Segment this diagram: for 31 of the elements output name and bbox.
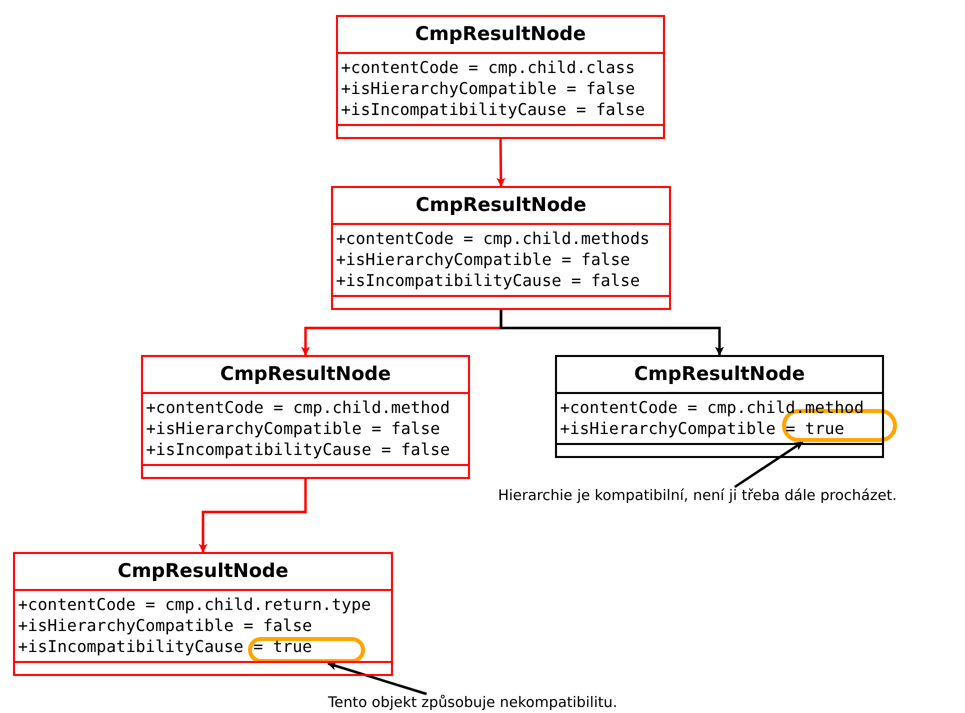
attribute-text: +isIncompatibilityCause = false bbox=[336, 270, 641, 291]
class-name: CmpResultNode bbox=[557, 357, 882, 394]
attribute-text: +contentCode = cmp.child.method bbox=[560, 397, 865, 418]
arrow bbox=[198, 477, 307, 553]
attribute-text: +isIncompatibilityCause = false bbox=[146, 439, 451, 460]
attribute-text: +contentCode = cmp.child.class bbox=[341, 57, 636, 78]
class-box bbox=[331, 186, 671, 310]
class-box bbox=[336, 15, 665, 139]
attribute-text: +isIncompatibilityCause = false bbox=[341, 99, 646, 120]
class-name: CmpResultNode bbox=[338, 17, 663, 54]
class-box bbox=[141, 355, 470, 479]
leader-line bbox=[327, 662, 427, 696]
annotation-text: Hierarchie je kompatibilní, není ji třeba dále procházet. bbox=[498, 487, 897, 505]
arrow bbox=[500, 308, 724, 356]
attribute-text: +isHierarchyCompatible = false bbox=[146, 418, 442, 439]
attribute-text: +isHierarchyCompatible = false bbox=[336, 249, 632, 270]
attribute-text: +isHierarchyCompatible = true bbox=[560, 418, 846, 439]
attribute-text: +contentCode = cmp.child.return.type bbox=[18, 594, 372, 615]
attribute-text: +contentCode = cmp.child.method bbox=[146, 397, 451, 418]
class-box bbox=[555, 355, 884, 458]
class-name: CmpResultNode bbox=[333, 188, 669, 225]
arrow bbox=[496, 136, 506, 187]
class-name: CmpResultNode bbox=[15, 554, 391, 591]
class-box bbox=[13, 552, 393, 676]
attribute-text: +isHierarchyCompatible = false bbox=[18, 615, 314, 636]
class-name: CmpResultNode bbox=[143, 357, 468, 394]
attribute-text: +contentCode = cmp.child.methods bbox=[336, 228, 651, 249]
leader-line bbox=[734, 440, 804, 488]
annotation-text: Tento objekt způsobuje nekompatibilitu. bbox=[328, 694, 618, 712]
attribute-text: +isHierarchyCompatible = false bbox=[341, 78, 636, 99]
attribute-text: +isIncompatibilityCause = true bbox=[18, 636, 314, 657]
